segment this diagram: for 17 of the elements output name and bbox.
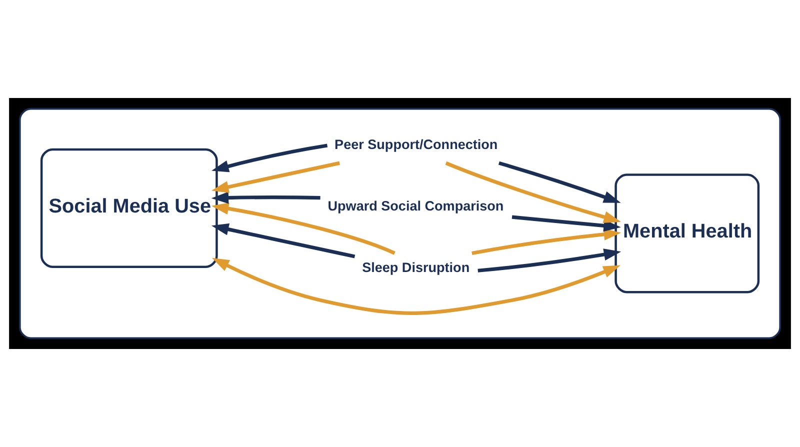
- arrow: [512, 215, 621, 232]
- arrow: [478, 248, 622, 272]
- arrow: [472, 228, 622, 256]
- arrow: [211, 192, 320, 204]
- node-box: Social Media Use: [40, 148, 218, 268]
- arrow: [211, 202, 396, 255]
- arrow: [212, 144, 328, 172]
- node-box: Mental Health: [614, 174, 760, 294]
- node-text: Peer Support/Connection: [334, 137, 498, 152]
- arrow: [445, 161, 621, 223]
- cluster: [18, 108, 782, 340]
- node-text: Sleep Disruption: [362, 260, 470, 275]
- arrow: [211, 223, 356, 258]
- arrow: [498, 161, 621, 203]
- arrow: [212, 258, 620, 315]
- arrow: [211, 161, 340, 193]
- node-text: Upward Social Comparison: [328, 198, 504, 214]
